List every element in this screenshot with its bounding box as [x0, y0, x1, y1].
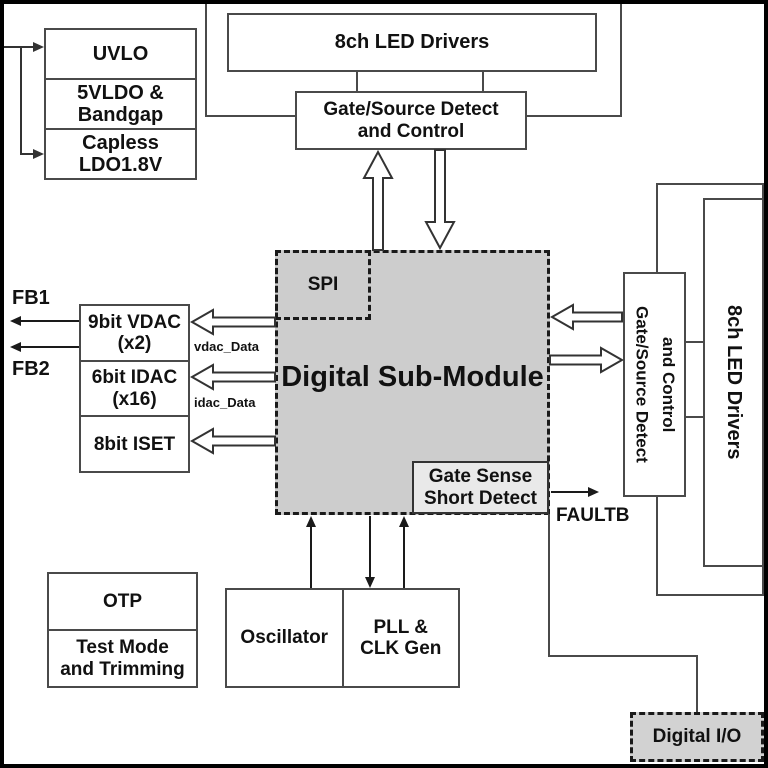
hollow-arrow-up-module-to-gsd	[362, 149, 394, 251]
dac-block: 9bit VDAC (x2) 6bit IDAC (x16) 8bit ISET	[79, 304, 190, 473]
iset-block: 8bit ISET	[81, 415, 188, 471]
capless-ldo-block: Capless LDO1.8V	[46, 128, 195, 178]
right-led-drivers-block: 8ch LED Drivers	[703, 198, 764, 567]
faultb-label: FAULTB	[556, 505, 630, 526]
test-mode-row: Test Mode and Trimming	[49, 629, 196, 686]
hollow-arrow-vdac	[189, 308, 276, 336]
fb1-arrow	[10, 316, 79, 326]
otp-block: OTP Test Mode and Trimming	[47, 572, 198, 688]
5vldo-bandgap-label: 5VLDO & Bandgap	[77, 81, 164, 126]
hollow-arrow-right-in	[549, 303, 623, 331]
5vldo-bandgap-block: 5VLDO & Bandgap	[46, 78, 195, 128]
clock-block: Oscillator PLL & CLK Gen	[225, 588, 460, 688]
gate-sense-short-detect-block: Gate Sense Short Detect	[412, 461, 549, 514]
test-mode-label: Test Mode and Trimming	[60, 637, 185, 680]
faultb-arrow	[551, 487, 599, 497]
vdac-label: 9bit VDAC (x2)	[88, 311, 181, 354]
supply-arrow-uvlo	[4, 42, 44, 159]
uvlo-label: UVLO	[92, 42, 149, 65]
right-led-drivers-label: 8ch LED Drivers	[723, 305, 745, 460]
otp-label: OTP	[102, 590, 143, 612]
idac-label: 6bit IDAC (x16)	[91, 367, 178, 410]
vdac-block: 9bit VDAC (x2)	[81, 306, 188, 360]
module-to-pll-arrow	[365, 516, 375, 588]
fb2-label: FB2	[12, 358, 50, 380]
spi-block: SPI	[275, 250, 371, 320]
hollow-arrow-iset	[189, 427, 276, 455]
spi-label: SPI	[307, 274, 339, 296]
otp-row: OTP	[49, 574, 196, 629]
oscillator-block: Oscillator	[227, 590, 342, 686]
fb2-arrow	[10, 342, 79, 352]
capless-ldo-label: Capless LDO1.8V	[78, 131, 163, 176]
right-gate-source-label: Gate/Source Detect and Control	[632, 306, 678, 463]
iset-label: 8bit ISET	[93, 433, 176, 455]
digital-sub-module-label: Digital Sub-Module	[281, 361, 544, 393]
right-gate-source-block: Gate/Source Detect and Control	[623, 272, 686, 497]
osc-to-module-arrow	[306, 516, 316, 588]
pll-clk-gen-block: PLL & CLK Gen	[341, 590, 459, 686]
pll-to-module-arrow	[399, 516, 409, 588]
oscillator-label: Oscillator	[240, 627, 329, 649]
hollow-arrow-idac	[189, 363, 276, 391]
top-gate-source-block: Gate/Source Detect and Control	[295, 91, 527, 150]
hollow-arrow-right-out	[549, 346, 625, 374]
idac-block: 6bit IDAC (x16)	[81, 359, 188, 416]
hollow-arrow-down-gsd-to-module	[424, 149, 456, 251]
gate-sense-short-detect-label: Gate Sense Short Detect	[424, 466, 537, 509]
digital-io-label: Digital I/O	[652, 726, 742, 748]
fb1-label: FB1	[12, 287, 50, 309]
digital-io-block: Digital I/O	[630, 712, 764, 762]
uvlo-block: UVLO	[46, 30, 195, 78]
pll-clk-gen-label: PLL & CLK Gen	[360, 616, 442, 659]
idac-data-label: idac_Data	[194, 395, 256, 410]
top-led-drivers-label: 8ch LED Drivers	[334, 31, 490, 54]
power-block: UVLO 5VLDO & Bandgap Capless LDO1.8V	[44, 28, 197, 180]
top-led-drivers-block: 8ch LED Drivers	[227, 13, 597, 72]
top-gate-source-label: Gate/Source Detect and Control	[323, 99, 499, 142]
vdac-data-label: vdac_Data	[194, 339, 260, 354]
